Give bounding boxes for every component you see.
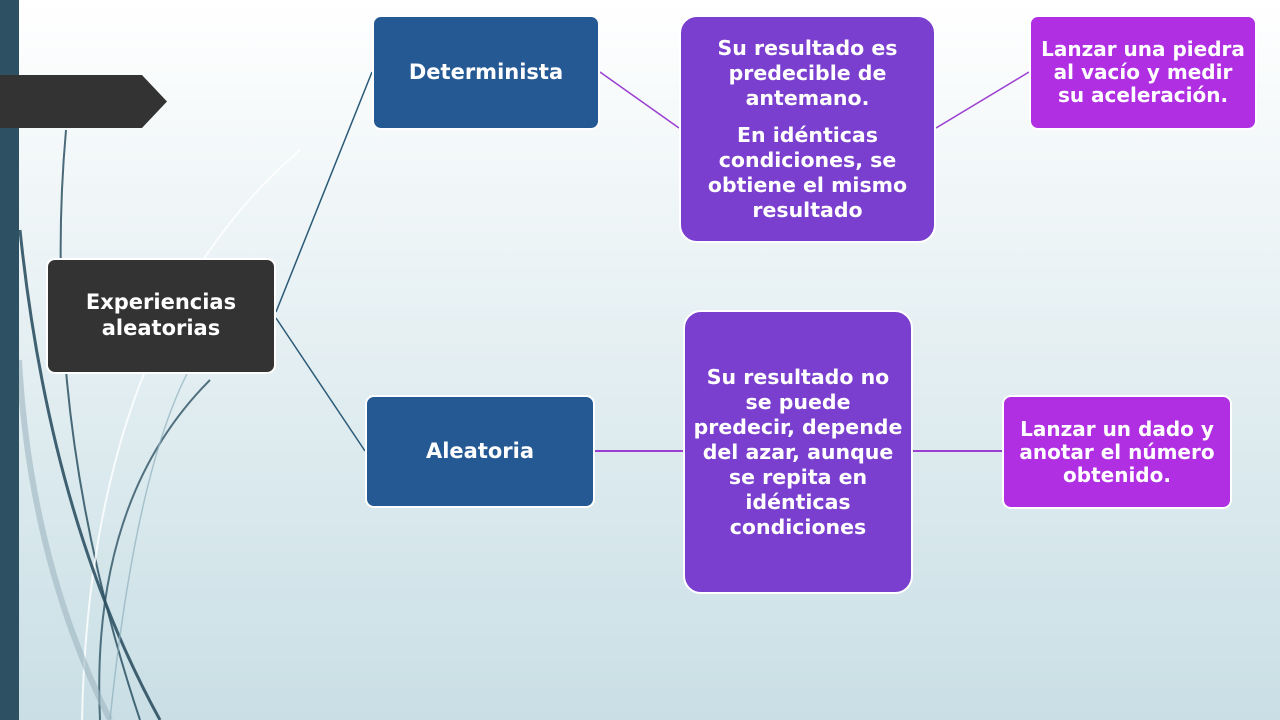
title-tab [0,75,167,128]
branch-node-label: Aleatoria [425,438,535,463]
example-node-aleatoria: Lanzar un dado y anotar el número obteni… [1002,395,1232,509]
branch-node-determinista: Determinista [372,15,600,130]
description-line: En idénticas condiciones, se obtiene el … [707,122,908,222]
example-text: Lanzar una piedra al vacío y medir su ac… [1041,37,1245,107]
description-line: Su resultado es predecible de antemano. [717,35,898,110]
branch-node-label: Determinista [408,59,564,84]
connector-determinista-example [935,71,1030,129]
connector-root-determinista [275,71,373,313]
root-node-label: Experiencias aleatorias [85,290,237,340]
description-node-determinista: Su resultado es predecible de antemano. … [679,15,936,243]
side-bar [0,0,19,720]
connector-determinista-description [599,71,680,129]
connector-root-aleatoria [275,317,366,452]
description-node-aleatoria: Su resultado no se puede predecir, depen… [683,310,913,594]
branch-node-aleatoria: Aleatoria [365,395,595,508]
example-node-determinista: Lanzar una piedra al vacío y medir su ac… [1029,15,1257,130]
example-text: Lanzar un dado y anotar el número obteni… [1019,416,1215,487]
root-node: Experiencias aleatorias [46,258,276,374]
description-line: Su resultado no se puede predecir, depen… [693,364,903,539]
